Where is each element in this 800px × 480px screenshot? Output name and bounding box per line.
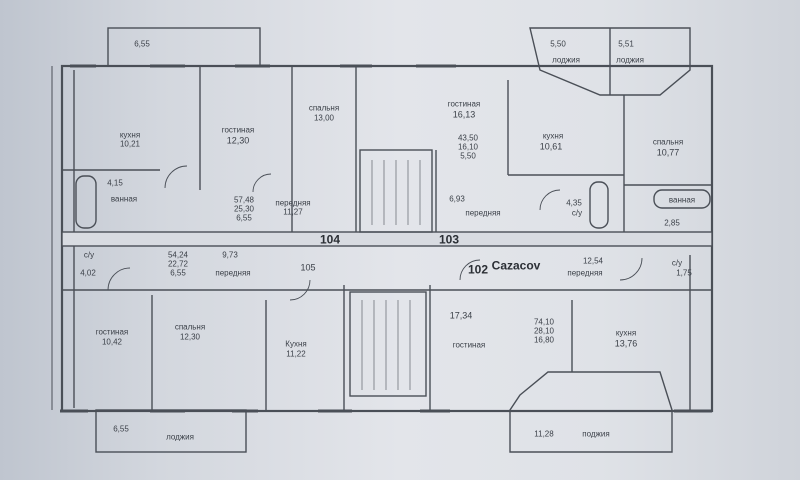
living-top-left-area: 12,30 bbox=[226, 135, 250, 146]
summary-top-left: 57,48 25,30 6,55 bbox=[234, 196, 254, 223]
summary-line: 16,80 bbox=[533, 335, 555, 345]
summary-line: 54,24 bbox=[167, 250, 189, 260]
kitchen-top-right-area: 10,61 bbox=[539, 141, 563, 152]
summary-line: 25,30 bbox=[233, 204, 255, 214]
summary-line: 28,10 bbox=[533, 326, 555, 336]
loggia-1-area: 5,50 bbox=[550, 39, 566, 49]
summary-line: 22,72 bbox=[167, 259, 189, 269]
summary-bottom-right: 74,10 28,10 16,80 bbox=[534, 318, 554, 345]
hall-bottom-right-name: передняя bbox=[567, 268, 603, 278]
hall-top-mid-name: передняя bbox=[465, 208, 501, 218]
loggia-bottom-left-name: лоджия bbox=[166, 432, 194, 442]
kitchen-bottom-left-name: Кухня bbox=[285, 339, 307, 349]
apartment-102-number: 102 bbox=[467, 262, 489, 277]
living-bottom-right-name: гостиная bbox=[452, 340, 486, 350]
living-bottom-left-area: 10,42 bbox=[101, 337, 123, 347]
summary-bottom-left: 54,24 22,72 6,55 bbox=[168, 251, 188, 278]
bedroom-top-mid-area: 13,00 bbox=[313, 113, 335, 123]
living-top-left-name: гостиная bbox=[221, 125, 255, 135]
bath-top-right-label: ванная bbox=[668, 195, 696, 205]
apartment-103-number: 103 bbox=[438, 232, 460, 247]
bath-top-left-name: ванная bbox=[110, 194, 138, 204]
loggia-2-name: лоджия bbox=[616, 55, 644, 65]
kitchen-bottom-left-area: 11,22 bbox=[286, 349, 306, 359]
loggia-2-area: 5,51 bbox=[618, 39, 634, 49]
summary-line: 74,10 bbox=[533, 317, 555, 327]
hall-bottom-left-area: 9,73 bbox=[222, 250, 238, 260]
bath-top-right-area: 2,85 bbox=[664, 218, 680, 228]
bedroom-top-right-area: 10,77 bbox=[656, 147, 680, 158]
summary-line: 6,55 bbox=[170, 268, 186, 278]
kitchen-bottom-right-name: кухня bbox=[615, 328, 637, 338]
living-top-mid-name: гостиная bbox=[447, 99, 481, 109]
summary-line: 16,10 bbox=[457, 142, 479, 152]
wc-bottom-left-label: с/у bbox=[83, 250, 95, 260]
wc-top-right-area: 4,35 bbox=[566, 198, 582, 208]
kitchen-bottom-right-area: 13,76 bbox=[614, 338, 638, 349]
wc-bottom-left-area: 4,02 bbox=[80, 268, 96, 278]
kitchen-top-left-area: 10,21 bbox=[119, 139, 141, 149]
hall-top-mid-area: 6,93 bbox=[449, 194, 465, 204]
hall-bottom-left-name: передняя bbox=[215, 268, 251, 278]
bath-top-left-area: 4,15 bbox=[107, 178, 123, 188]
bedroom-top-right-name: спальня bbox=[652, 137, 684, 147]
bedroom-top-mid-name: спальня bbox=[308, 103, 340, 113]
bedroom-bottom-left-area: 12,30 bbox=[179, 332, 201, 342]
summary-line: 57,48 bbox=[233, 195, 255, 205]
apartment-105-number: 105 bbox=[300, 262, 316, 273]
hall-top-left-name: передняя bbox=[275, 198, 311, 208]
summary-line: 43,50 bbox=[457, 133, 479, 143]
living-bottom-left-name: гостиная bbox=[95, 327, 129, 337]
summary-line: 6,55 bbox=[236, 213, 252, 223]
living-top-mid-area: 16,13 bbox=[452, 109, 476, 120]
kitchen-top-left-name: кухня bbox=[119, 130, 141, 140]
loggia-bottom-right-area: 11,28 bbox=[534, 429, 554, 439]
hall-bottom-right-area: 12,54 bbox=[582, 256, 604, 266]
summary-top-mid: 43,50 16,10 5,50 bbox=[458, 134, 478, 161]
loggia-bottom-right-name: поджия bbox=[582, 429, 610, 439]
kitchen-top-right-name: кухня bbox=[542, 131, 564, 141]
watermark-text: Cazacov bbox=[491, 258, 541, 273]
wc-bottom-right-area: 1,75 bbox=[676, 268, 692, 278]
wc-bottom-right-label: с/у bbox=[671, 258, 683, 268]
hall-top-left-area: 11,27 bbox=[283, 207, 303, 217]
loggia-1-name: лоджия bbox=[552, 55, 580, 65]
loggia-top-left-area: 6,55 bbox=[134, 39, 150, 49]
wc-top-right-label: с/у bbox=[571, 208, 583, 218]
apartment-104-number: 104 bbox=[319, 232, 341, 247]
bedroom-bottom-left-name: спальня bbox=[174, 322, 206, 332]
loggia-bottom-left-area: 6,55 bbox=[113, 424, 129, 434]
summary-line: 5,50 bbox=[460, 151, 476, 161]
living-bottom-right-area: 17,34 bbox=[449, 310, 473, 321]
